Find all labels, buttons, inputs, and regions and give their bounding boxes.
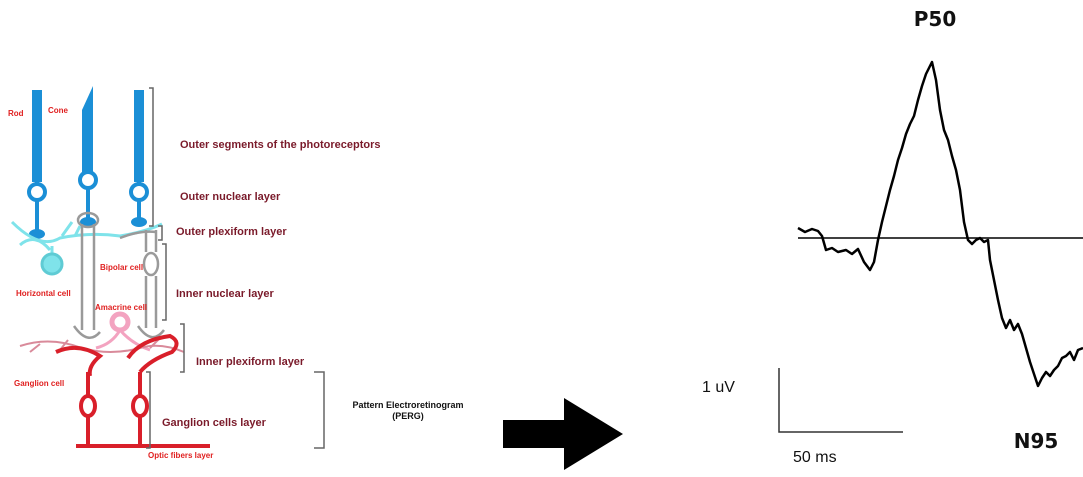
ganglion-cell-body-1 <box>79 394 97 418</box>
bipolar-cells <box>72 211 165 339</box>
ganglion-cells <box>55 333 210 448</box>
cone-nucleus <box>78 170 98 190</box>
ganglion-cell-body-2 <box>131 394 149 418</box>
retina-illustration: Rod Cone Bipolar cell Horizontal cell Am… <box>8 86 464 460</box>
layer-ganglion: Ganglion cells layer <box>162 417 267 429</box>
amacrine-dendrites <box>95 329 151 352</box>
perg-label-line1: Pattern Electroretinogram <box>352 400 463 410</box>
rod-label: Rod <box>8 109 24 118</box>
cone-label: Cone <box>48 106 69 115</box>
p50-label: P50 <box>914 7 957 31</box>
layer-inner-nuclear: Inner nuclear layer <box>176 288 275 300</box>
perg-waveform: P50 N95 1 uV 50 ms <box>702 7 1083 466</box>
amacrine-label: Amacrine cell <box>95 303 147 312</box>
rod-nucleus <box>27 182 47 202</box>
layer-brackets <box>146 87 325 449</box>
horizontal-label: Horizontal cell <box>16 289 71 298</box>
scale-bar <box>778 368 903 433</box>
ganglion-label: Ganglion cell <box>14 379 64 388</box>
n95-label: N95 <box>1014 429 1059 453</box>
rod-outer-segment <box>32 90 42 182</box>
perg-label-line2: (PERG) <box>392 411 424 421</box>
right-arrow-icon <box>503 398 623 470</box>
layer-outer-segments: Outer segments of the photoreceptors <box>180 139 380 151</box>
layer-outer-plexiform: Outer plexiform layer <box>176 226 287 238</box>
horizontal-cell-body <box>40 252 64 276</box>
optic-fibers-label: Optic fibers layer <box>148 451 213 460</box>
perg-trace <box>797 60 1083 388</box>
amacrine-cell-body <box>109 311 131 333</box>
layer-inner-plexiform: Inner plexiform layer <box>196 356 305 368</box>
layer-outer-nuclear: Outer nuclear layer <box>180 191 281 203</box>
photoreceptor-3-outer-segment <box>134 90 144 182</box>
cone-outer-segment <box>82 86 93 182</box>
scale-time-label: 50 ms <box>793 449 837 466</box>
bipolar-label: Bipolar cell <box>100 263 143 272</box>
photoreceptor-3-nucleus <box>129 182 149 202</box>
scale-voltage-label: 1 uV <box>702 379 735 396</box>
